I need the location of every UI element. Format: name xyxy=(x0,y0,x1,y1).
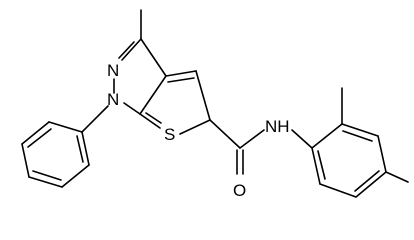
bond-c3a-c4-inner xyxy=(167,77,195,83)
bond-c4-c5 xyxy=(195,70,211,121)
atom-n2-label: N xyxy=(107,61,119,80)
bond-ar-para-methyl xyxy=(385,171,409,183)
bond-ph-3 xyxy=(21,143,30,178)
bond-c3-n2-inner xyxy=(118,41,135,59)
bond-c7a-c3a xyxy=(139,75,167,115)
structure-svg: N N S NH O xyxy=(21,9,409,200)
bond-ar-3 xyxy=(377,135,387,173)
bond-c3a-c4 xyxy=(165,70,197,77)
molecule-structure-diagram: N N S NH O xyxy=(21,9,409,200)
bond-c5-carbonyl xyxy=(209,119,241,149)
bond-n-aryl xyxy=(291,129,313,149)
bond-ph-inner-1 xyxy=(27,128,52,148)
bond-n1-phenyl xyxy=(81,105,109,133)
atom-n1-label: N xyxy=(107,90,119,109)
bond-ar-inner-3 xyxy=(317,150,326,180)
bond-ar-5 xyxy=(319,183,357,198)
bond-s-c7a xyxy=(139,113,161,129)
bond-c5-s xyxy=(179,119,211,135)
bond-ph-6 xyxy=(81,131,90,166)
bond-ph-2 xyxy=(21,121,50,145)
bond-c3-n2-double xyxy=(121,38,142,61)
bond-ph-1 xyxy=(48,121,83,133)
bond-ar-1 xyxy=(311,123,343,149)
bond-n1-c7a xyxy=(123,102,141,115)
bond-ar-inner-1 xyxy=(342,130,373,142)
bond-ph-inner-2 xyxy=(32,170,62,181)
bond-ar-2 xyxy=(341,123,379,137)
bond-c3a-c3 xyxy=(140,38,167,77)
bond-carbonyl-n xyxy=(239,129,265,149)
atom-nh-label: NH xyxy=(265,117,290,136)
bond-c7a-c6-inner xyxy=(145,112,162,124)
bond-ar-inner-2 xyxy=(354,170,380,192)
bond-ph-inner-3 xyxy=(76,135,84,163)
bond-ar-4 xyxy=(355,171,387,198)
atom-o-label: O xyxy=(233,181,246,200)
bond-ph-4 xyxy=(28,176,63,188)
bond-ph-5 xyxy=(61,164,90,188)
bond-ar-6 xyxy=(311,147,321,185)
atom-s-label: S xyxy=(164,125,175,144)
